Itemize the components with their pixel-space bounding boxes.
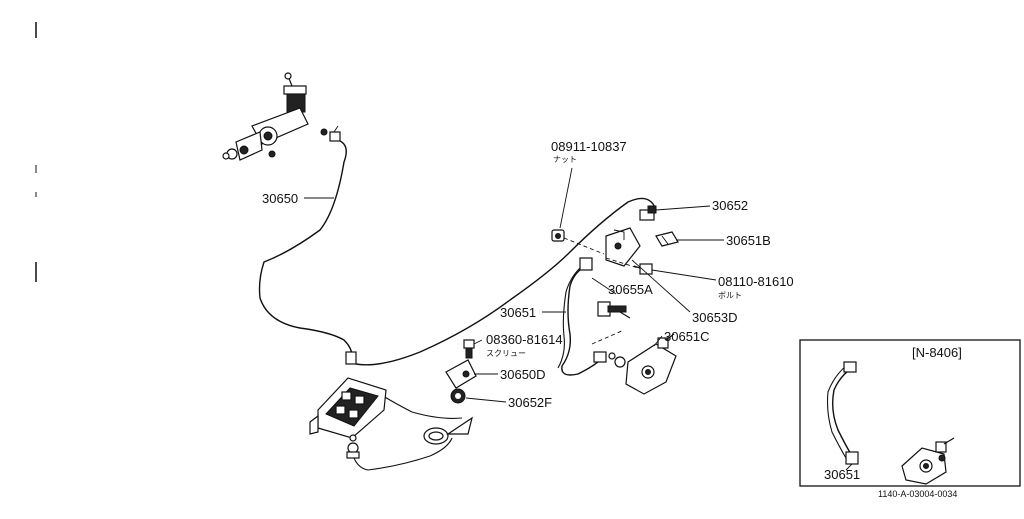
assembly-line-release [591,329,625,345]
grommet-30652f [450,388,466,404]
leader-08360 [473,339,483,345]
label-30651b: 30651B [726,233,771,248]
leader-30655a [591,277,617,295]
bolt-08110 [633,263,653,275]
label-30652f: 30652F [508,395,552,410]
label-08110-sub: ボルト [718,291,742,300]
inset-part-label: 30651 [824,467,860,482]
nut-08911 [551,229,565,242]
screw-08360 [463,339,475,359]
pipe-clip [423,416,473,445]
label-30652: 30652 [712,198,748,213]
inset-leader [845,463,853,471]
flexible-hose-30651 [561,265,601,376]
leader-08110 [651,269,717,281]
pedal-bracket [309,377,387,459]
pipe-end-fitting [345,351,357,365]
bracket-30650d [445,359,477,389]
bracket-30653d [605,227,641,267]
inset-hose-end-lower [845,451,859,465]
clutch-pipe-30650 [258,140,353,357]
master-cylinder [222,72,309,161]
label-08911-sub: ナット [553,155,577,164]
leader-08911 [559,167,573,229]
inset-hose [831,367,853,457]
hose-outline [557,267,581,369]
inset-tag: [N-8406] [912,345,962,360]
inset-panel: [N-8406] 30651 [799,339,1021,487]
label-30650: 30650 [262,191,298,206]
label-08360: 08360-81614 [486,332,563,347]
leader-30652 [655,205,711,211]
union-30652 [639,205,657,221]
label-30655a: 30655A [608,282,653,297]
assembly-line-nut [563,237,605,255]
banjo-bolt-30655a [597,301,631,319]
assembly-line-bolt [605,257,639,269]
hose-end-upper [579,257,593,271]
label-08911: 08911-10837 [551,139,627,154]
label-30653d: 30653D [692,310,738,325]
label-30650d: 30650D [500,367,546,382]
inset-hose-outline [826,365,847,459]
leader-30651c [653,335,663,347]
clip-30651b [655,231,679,247]
label-08110: 08110-81610 [718,274,794,289]
leader-30652f [465,397,507,403]
inset-hose-end-upper [843,361,857,373]
leader-30653d [631,259,691,313]
label-30651: 30651 [500,305,536,320]
label-30651c: 30651C [664,329,710,344]
release-cylinder-30651c [608,333,677,395]
inset-release-cylinder [901,437,955,485]
label-08360-sub: スクリュー [486,349,526,358]
clutch-pipe-main [355,197,657,366]
drawing-code: 1140-A-03004-0034 [878,489,957,499]
pipe-fitting-upper [320,125,341,142]
hose-end-lower [593,351,607,363]
